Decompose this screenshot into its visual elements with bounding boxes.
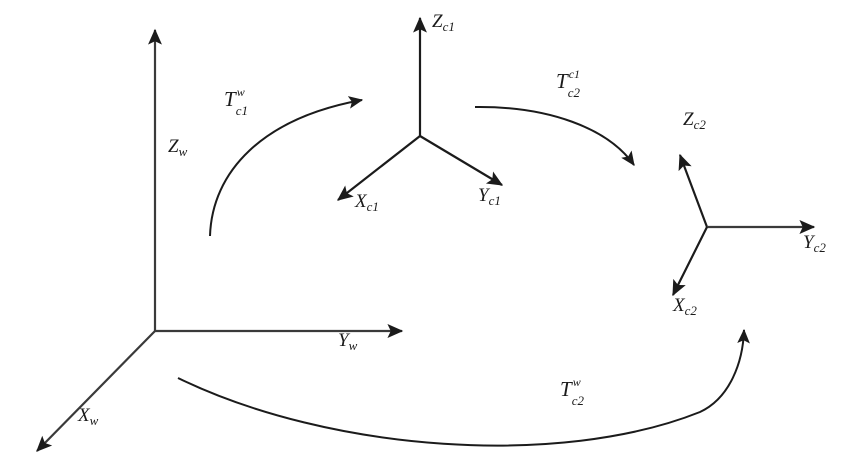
- transform-arc-camera1-to-camera2: [474, 105, 635, 166]
- axis-label-x-camera2: Xc2: [673, 295, 697, 318]
- camera2-axis-x-line: [672, 226, 708, 297]
- axis-label-x-world: Xw: [78, 405, 99, 428]
- axis-label-x-camera1: Xc1: [355, 191, 379, 214]
- axis-label-y-world: Yw: [338, 330, 358, 353]
- transform-arc-world-to-camera1: [209, 96, 364, 237]
- camera2-axis-z-line: [678, 153, 709, 228]
- world-frame-axes: [36, 28, 404, 452]
- camera-1-frame-axes: [337, 16, 504, 201]
- camera1-axis-x-line: [337, 135, 421, 201]
- transform-arcs: [177, 96, 750, 447]
- camera1-axis-y-line: [419, 135, 504, 186]
- camera-2-frame-axes: [672, 153, 816, 297]
- axis-label-y-camera1: Yc1: [478, 185, 501, 208]
- axis-label-y-camera2: Yc2: [803, 232, 826, 255]
- world-axis-x-line: [36, 330, 156, 452]
- transform-arc-world-to-camera2: [177, 328, 750, 447]
- axis-label-z-world: Zw: [168, 136, 188, 159]
- axis-label-z-camera1: Zc1: [432, 11, 455, 34]
- axis-label-z-camera2: Zc2: [683, 109, 706, 132]
